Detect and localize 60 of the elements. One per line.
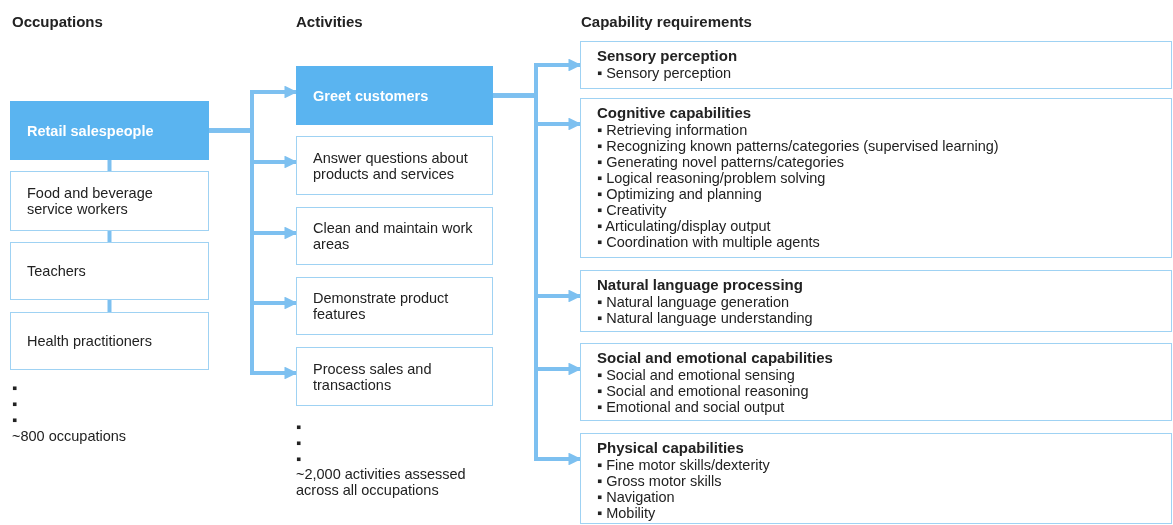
occupation-box — [10, 242, 209, 300]
activity-box — [296, 277, 493, 335]
list-item: ▪ Natural language understanding — [597, 310, 814, 326]
box-label: Process sales and transactions — [313, 360, 433, 393]
list-item: ▪ Coordination with multiple agents — [597, 234, 821, 250]
column-heading: Occupations — [12, 14, 103, 30]
panel-heading: Natural language processing — [597, 277, 804, 293]
box-label: Food and beverage service workers — [27, 185, 154, 217]
list-item: ▪ Recognizing known patterns/categories (supervised learning) — [597, 138, 1000, 154]
note-text: ~800 occupations — [12, 428, 127, 444]
occupation-box — [10, 101, 209, 160]
ellipsis-mark: ▪ — [12, 380, 18, 396]
list-item: ▪ Sensory perception — [597, 65, 733, 81]
list-item: ▪ Natural language generation — [597, 294, 791, 310]
panel-heading: Cognitive capabilities — [597, 105, 753, 121]
list-item: ▪ Fine motor skills/dexterity — [597, 457, 771, 473]
list-item: ▪ Articulating/display output — [597, 218, 772, 234]
capability-panel — [580, 98, 1172, 258]
connector-line — [107, 300, 112, 312]
list-item: ▪ Navigation — [597, 489, 676, 505]
occupation-box — [10, 171, 209, 231]
column-heading: Activities — [296, 14, 363, 30]
activity-box — [296, 136, 493, 195]
list-item: ▪ Mobility — [597, 505, 657, 521]
arrow — [493, 93, 582, 466]
ellipsis-mark: ▪ — [296, 419, 302, 435]
list-item: ▪ Retrieving information — [597, 122, 749, 138]
capability-panel — [580, 41, 1172, 89]
ellipsis-mark: ▪ — [12, 412, 18, 428]
panel-heading: Social and emotional capabilities — [597, 350, 834, 366]
box-label: Retail salespeople — [27, 122, 154, 139]
connector-line — [107, 231, 112, 242]
box-label: Clean and maintain work areas — [313, 220, 474, 252]
panel-heading: Physical capabilities — [597, 440, 745, 456]
activity-box — [296, 347, 493, 406]
capability-panel — [580, 270, 1172, 332]
list-item: ▪ Gross motor skills — [597, 473, 723, 489]
panel-heading: Sensory perception — [597, 48, 739, 64]
box-label: Demonstrate product features — [313, 290, 450, 322]
list-item: ▪ Creativity — [597, 202, 668, 218]
box-label: Answer questions about products and services — [313, 149, 469, 182]
note-text: ~2,000 activities assessed across all occupations — [296, 466, 467, 498]
list-item: ▪ Optimizing and planning — [597, 186, 763, 202]
box-label: Greet customers — [313, 87, 429, 104]
activity-box — [296, 207, 493, 265]
capability-panel — [580, 343, 1172, 421]
ellipsis-mark: ▪ — [296, 451, 302, 467]
occupation-box — [10, 312, 209, 370]
box-label: Teachers — [27, 263, 86, 279]
ellipsis-mark: ▪ — [12, 396, 18, 412]
capability-panel — [580, 433, 1172, 524]
ellipsis-mark: ▪ — [296, 435, 302, 451]
list-item: ▪ Social and emotional reasoning — [597, 383, 810, 399]
list-item: ▪ Logical reasoning/problem solving — [597, 170, 827, 186]
list-item: ▪ Generating novel patterns/categories — [597, 154, 845, 170]
connector-line — [107, 160, 112, 171]
list-item: ▪ Emotional and social output — [597, 399, 786, 415]
box-label: Health practitioners — [27, 333, 152, 349]
activity-box — [296, 66, 493, 125]
list-item: ▪ Social and emotional sensing — [597, 367, 796, 383]
